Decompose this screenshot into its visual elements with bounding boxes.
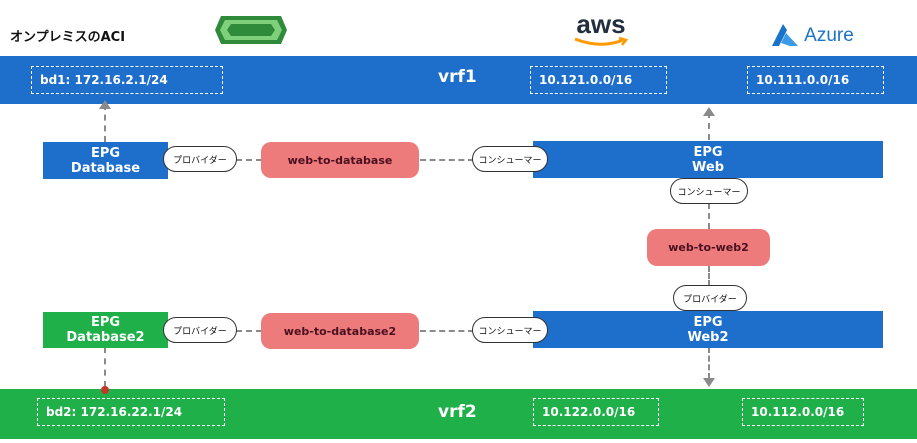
- arrow-up-icon: [703, 107, 715, 116]
- azure-logo-text: Azure: [804, 25, 854, 46]
- aws-logo-icon: aws: [566, 8, 636, 50]
- contract-web-to-web2[interactable]: web-to-web2: [647, 229, 770, 266]
- vrf1-bd-subnet: bd1: 172.16.2.1/24: [31, 66, 223, 94]
- arrow-down-icon: [703, 378, 715, 387]
- provider-role-web2: プロバイダー: [673, 285, 747, 311]
- aws-smile-icon: [574, 37, 629, 46]
- epg-database2[interactable]: EPG Database2: [43, 312, 168, 348]
- vrf1-aws-cidr: 10.121.0.0/16: [530, 66, 667, 94]
- vrf2-label: vrf2: [438, 402, 477, 422]
- arrow-up-icon: [99, 100, 111, 109]
- epg-web2-line2: Web2: [687, 329, 729, 345]
- vrf2-bd-subnet: bd2: 172.16.22.1/24: [37, 398, 225, 426]
- consumer-role-web-database: コンシューマー: [472, 146, 548, 172]
- dot-icon: [101, 386, 109, 394]
- epg-database[interactable]: EPG Database: [43, 142, 168, 179]
- vmware-logo-icon: [213, 12, 289, 48]
- connector-line: [420, 159, 474, 161]
- vrf2-azure-cidr: 10.112.0.0/16: [742, 398, 864, 426]
- epg-database-line1: EPG: [90, 145, 121, 161]
- epg-web[interactable]: EPG Web: [533, 141, 883, 178]
- web-to-vrf1-connector: [708, 112, 710, 140]
- epg-database2-line1: EPG: [90, 315, 121, 330]
- connector-line: [420, 330, 474, 332]
- epg-web-line1: EPG: [693, 144, 723, 160]
- vrf2-band: [0, 389, 917, 439]
- page-title: オンプレミスのACI: [10, 30, 126, 45]
- epg-web2[interactable]: EPG Web2: [533, 311, 883, 348]
- contract-web-to-database2[interactable]: web-to-database2: [261, 313, 419, 349]
- database2-to-bd2-connector: [104, 347, 106, 387]
- epg-database-line2: Database: [70, 160, 141, 176]
- epg-database2-line2: Database2: [66, 330, 145, 345]
- vrf1-azure-cidr: 10.111.0.0/16: [747, 66, 884, 94]
- consumer-role-web-web2: コンシューマー: [670, 178, 748, 204]
- epg-web2-line1: EPG: [693, 314, 723, 330]
- database-to-bd1-connector: [104, 104, 106, 142]
- vrf1-label: vrf1: [438, 67, 477, 87]
- vrf2-aws-cidr: 10.122.0.0/16: [533, 398, 659, 426]
- epg-web-line2: Web: [692, 159, 724, 175]
- web2-to-vrf2-connector: [708, 347, 710, 379]
- contract-web-to-database[interactable]: web-to-database: [261, 142, 419, 178]
- provider-role-database2: プロバイダー: [163, 317, 237, 343]
- provider-role-database: プロバイダー: [163, 146, 237, 172]
- connector-line: [708, 266, 710, 286]
- aws-logo-text: aws: [576, 9, 626, 39]
- azure-logo-icon: Azure: [762, 20, 862, 52]
- connector-line: [236, 330, 262, 332]
- consumer-role-web2-database2: コンシューマー: [472, 317, 548, 343]
- connector-line: [708, 203, 710, 229]
- vrf1-band: [0, 56, 917, 104]
- connector-line: [236, 159, 262, 161]
